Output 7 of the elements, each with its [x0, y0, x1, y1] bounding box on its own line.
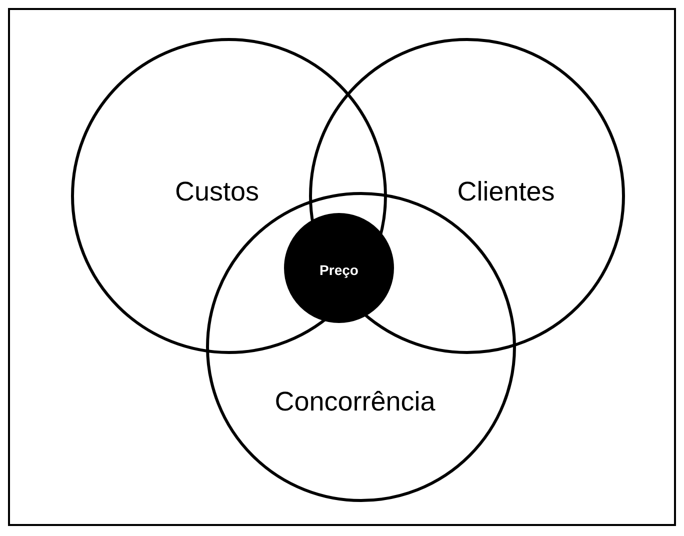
- circle-label: Concorrência: [274, 386, 436, 418]
- filled-circle: [284, 213, 394, 323]
- venn-circle: [71, 38, 387, 354]
- venn-circle: [309, 38, 625, 354]
- circle-label: Clientes: [457, 176, 555, 208]
- circle-label: Preço: [320, 262, 358, 278]
- circle-label: Custos: [174, 176, 260, 208]
